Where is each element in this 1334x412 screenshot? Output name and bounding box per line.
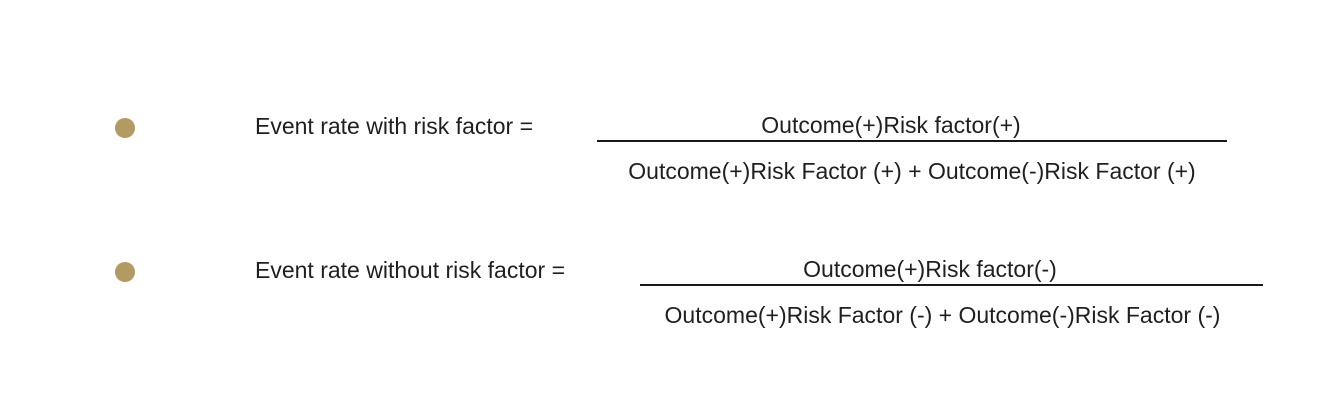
formula-numerator-with-risk-factor: Outcome(+)Risk factor(+) <box>597 111 1227 142</box>
bullet-icon <box>115 262 135 282</box>
formula-numerator-without-risk-factor: Outcome(+)Risk factor(-) <box>640 255 1263 286</box>
formula-denominator-without-risk-factor: Outcome(+)Risk Factor (-) + Outcome(-)Ri… <box>664 302 1221 328</box>
bullet-icon <box>115 118 135 138</box>
formula-denominator-with-risk-factor: Outcome(+)Risk Factor (+) + Outcome(-)Ri… <box>628 158 1196 184</box>
formula-label-without-risk-factor: Event rate without risk factor = <box>255 257 565 283</box>
formula-label-with-risk-factor: Event rate with risk factor = <box>255 113 534 139</box>
